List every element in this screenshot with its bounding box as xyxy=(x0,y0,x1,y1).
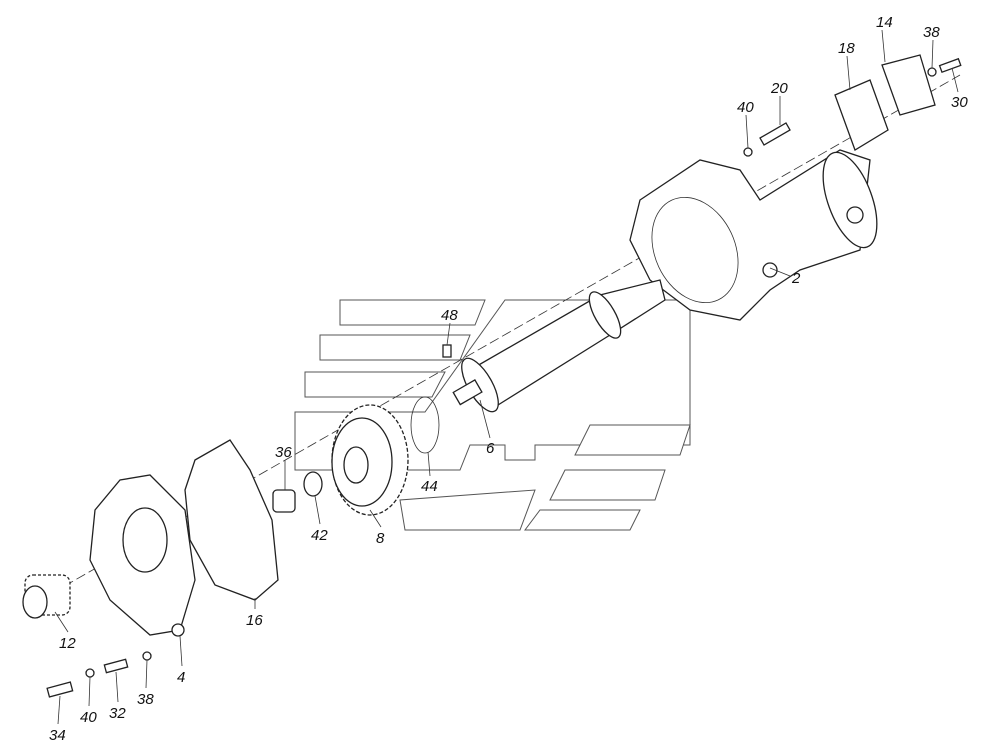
washer-part-40 xyxy=(743,147,753,157)
bolt-part-20 xyxy=(759,122,791,146)
callout-42: 42 xyxy=(311,527,328,544)
callout-34: 34 xyxy=(49,727,66,744)
key-part-48 xyxy=(442,344,452,358)
cover-part-4 xyxy=(89,474,196,637)
plate-part-14 xyxy=(881,54,936,116)
shaft-part-6 xyxy=(452,279,666,413)
nut-part-36 xyxy=(272,489,296,513)
bolt-part-30 xyxy=(938,57,962,74)
callout-48: 48 xyxy=(441,307,458,324)
callout-38: 38 xyxy=(923,24,940,41)
callout-12: 12 xyxy=(59,635,76,652)
callout-14: 14 xyxy=(876,14,893,31)
washer-part-42 xyxy=(303,471,323,497)
washer-part-40-lower xyxy=(85,668,95,678)
gasket-part-18 xyxy=(834,79,889,151)
callout-36: 36 xyxy=(275,444,292,461)
housing-part-2 xyxy=(629,149,878,321)
pinion-part-12 xyxy=(22,574,71,619)
callout-40-lower: 40 xyxy=(80,709,97,726)
callout-2: 2 xyxy=(791,270,801,287)
callout-20: 20 xyxy=(770,80,788,97)
gasket-part-16 xyxy=(184,439,279,601)
callout-30: 30 xyxy=(951,94,968,111)
bolt-part-34 xyxy=(46,681,74,698)
callout-4: 4 xyxy=(177,669,185,686)
washer-part-38 xyxy=(927,67,937,77)
callout-6: 6 xyxy=(486,440,495,457)
leader-lines xyxy=(54,29,959,725)
callout-40: 40 xyxy=(737,99,754,116)
snap-ring-part-44 xyxy=(410,396,440,454)
washer-part-38-lower xyxy=(142,651,152,661)
callout-16: 16 xyxy=(246,612,263,629)
callout-8: 8 xyxy=(376,530,385,547)
callout-44: 44 xyxy=(421,478,438,495)
bolt-part-32 xyxy=(103,658,129,674)
callout-32: 32 xyxy=(109,705,126,722)
callout-38-lower: 38 xyxy=(137,691,154,708)
gear-part-8 xyxy=(331,404,409,516)
callout-18: 18 xyxy=(838,40,855,57)
